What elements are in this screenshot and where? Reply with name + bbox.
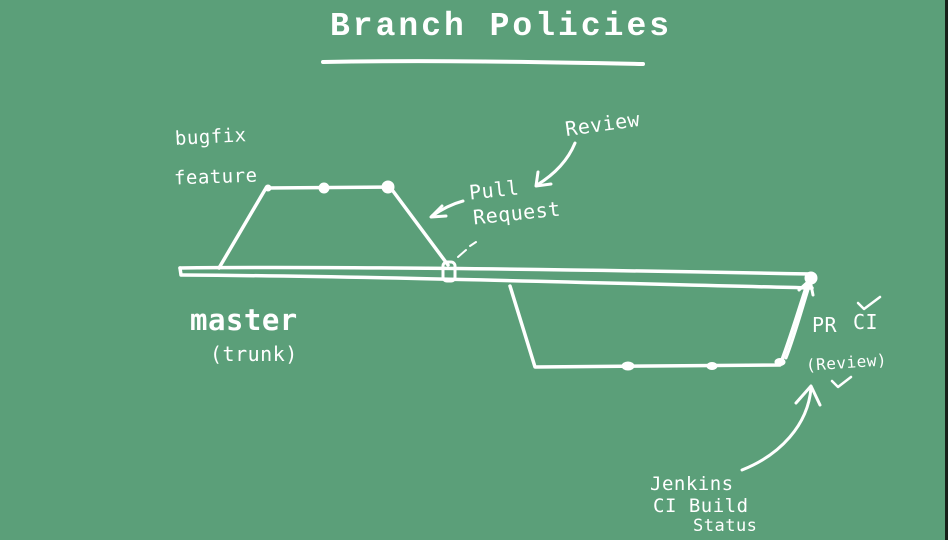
merge-node — [441, 260, 457, 283]
feature-label: feature — [173, 164, 258, 190]
review-arrow-head — [534, 170, 553, 188]
pr-arrow-head — [429, 204, 448, 219]
jenkins-label: Jenkins — [650, 473, 734, 495]
feature-commit-3 — [381, 180, 395, 194]
ci-check-mark — [856, 295, 882, 311]
master-line-top — [178, 265, 814, 276]
lower-commit-2 — [706, 362, 718, 370]
ci-build-label: CI Build — [653, 495, 749, 517]
feature-commit-2 — [318, 182, 330, 194]
pr-label: PR — [812, 313, 838, 337]
ci-label: CI — [853, 310, 879, 334]
page-title: Branch Policies — [330, 8, 673, 45]
review-arrow — [535, 141, 577, 187]
feature-commit-1 — [264, 184, 272, 192]
lower-commit-1 — [621, 361, 635, 371]
master-line-start-cap — [178, 266, 183, 277]
review-check-mark — [830, 375, 853, 389]
jenkins-arrow — [740, 386, 813, 472]
jenkins-arrow-head — [794, 384, 822, 407]
bugfix-label: bugfix — [174, 124, 248, 150]
lower-branch-line — [508, 274, 812, 369]
master-line-bottom — [180, 273, 814, 290]
master-label: master — [190, 303, 298, 337]
master-end-arrow-head — [797, 278, 815, 297]
lower-branch-second-stroke — [784, 278, 813, 360]
title-underline — [321, 59, 645, 66]
feature-branch-line — [217, 185, 450, 270]
pr-arrow — [430, 199, 465, 218]
trunk-label: (trunk) — [210, 342, 298, 366]
lower-commit-3 — [774, 358, 786, 366]
pull-label: Pull — [467, 175, 521, 205]
status-label: Status — [693, 516, 758, 536]
merge-hint-dots — [457, 241, 477, 258]
